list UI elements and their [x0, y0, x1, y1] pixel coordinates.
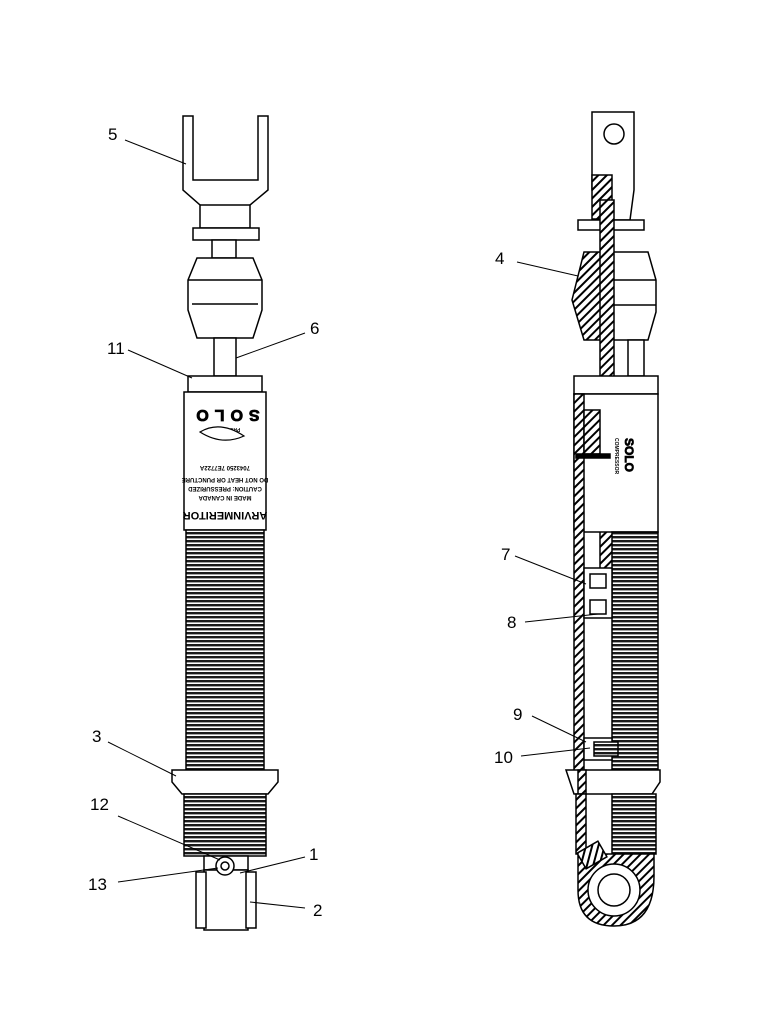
callout-12: 12 [90, 795, 109, 814]
shock-label-panel: ARVINMERITOR MADE IN CANADA CAUTION: PRE… [182, 406, 269, 521]
callout-1: 1 [309, 845, 318, 864]
clevis-mount [182, 115, 269, 229]
section-label-product: SOLO [622, 438, 636, 472]
callout-8: 8 [507, 613, 516, 632]
piston-shaft [213, 337, 237, 377]
threaded-body [185, 529, 265, 771]
callout-4: 4 [495, 249, 504, 268]
callout-11: 11 [107, 339, 125, 358]
callout-3: 3 [92, 727, 101, 746]
callout-6: 6 [310, 319, 319, 338]
label-made-in: MADE IN CANADA [198, 494, 252, 500]
body-cap [187, 375, 263, 393]
label-warning: DO NOT HEAT OR PUNCTURE [182, 476, 269, 482]
callout-9: 9 [513, 705, 522, 724]
callout-13: 13 [88, 875, 107, 894]
logo-swoosh [198, 426, 246, 441]
callout-10: 10 [494, 748, 513, 767]
label-brand: ARVINMERITOR [183, 509, 268, 521]
shock-exterior-view [171, 115, 279, 931]
label-product: SOLO [190, 406, 259, 423]
callout-5: 5 [108, 125, 117, 144]
leader-lines [107, 139, 599, 909]
label-caution: CAUTION: PRESSURIZED [187, 485, 261, 491]
callout-2: 2 [313, 901, 322, 920]
callout-7: 7 [501, 545, 510, 564]
bump-stop [187, 257, 263, 339]
cutaway-body [573, 393, 659, 533]
section-label-panel: SOLO COMPRESSOR [613, 438, 636, 475]
shock-body [183, 391, 267, 531]
shock-cutaway-view [564, 111, 661, 927]
label-part-number: 7043250 7E7722A [199, 464, 250, 470]
spring-seat-collar [171, 769, 279, 795]
callout-numbers: 5 11 6 3 12 13 1 2 4 7 8 9 10 [88, 125, 522, 920]
section-label-type: COMPRESSOR [613, 438, 619, 475]
